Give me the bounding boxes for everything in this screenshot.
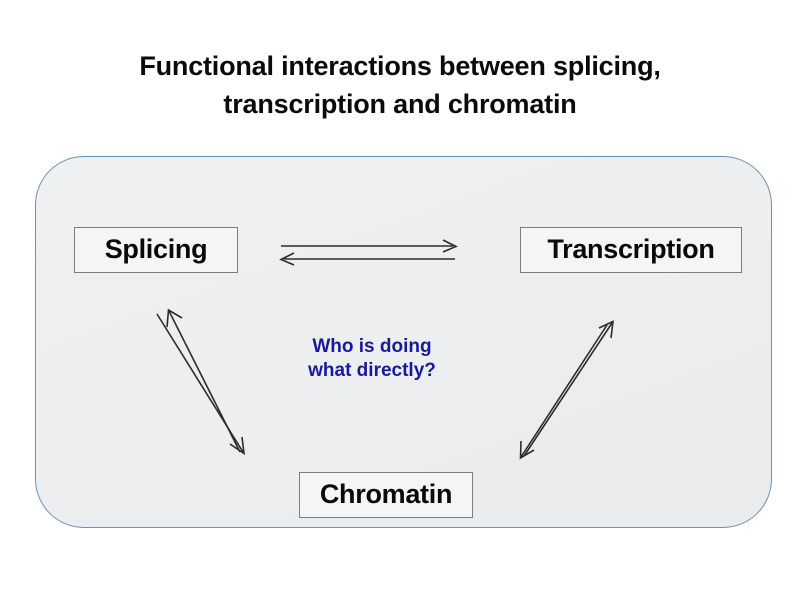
- node-transcription[interactable]: Transcription: [520, 227, 742, 273]
- node-transcription-label: Transcription: [547, 233, 715, 264]
- page-title: Functional interactions between splicing…: [139, 51, 661, 119]
- node-chromatin[interactable]: Chromatin: [299, 472, 473, 518]
- node-splicing[interactable]: Splicing: [74, 227, 238, 273]
- node-splicing-label: Splicing: [104, 233, 208, 264]
- center-question-text: Who is doing what directly?: [308, 336, 436, 381]
- node-chromatin-label: Chromatin: [319, 478, 453, 509]
